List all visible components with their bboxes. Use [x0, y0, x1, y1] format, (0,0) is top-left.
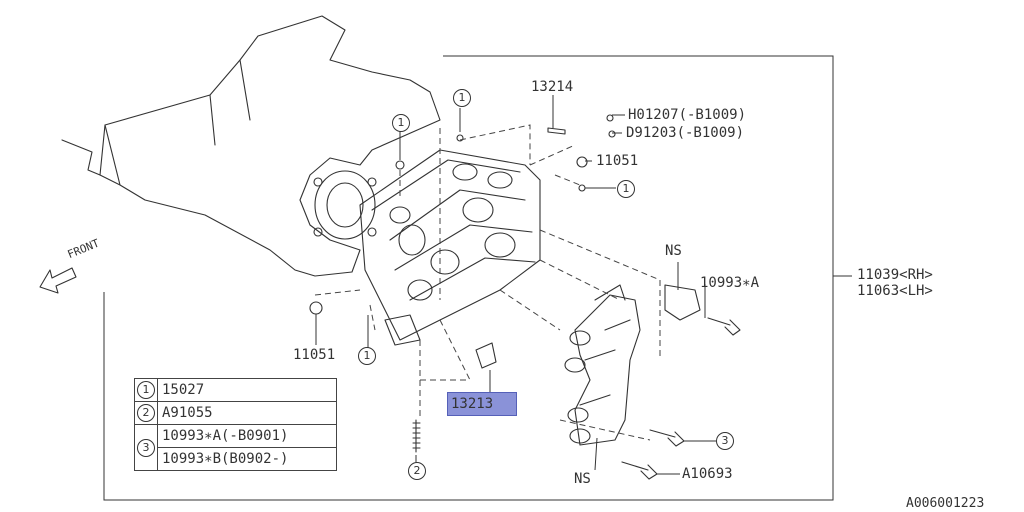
- circled-ref-1: 1: [617, 180, 635, 198]
- part-label-a10693[interactable]: A10693: [682, 466, 733, 482]
- highlighted-part-13213[interactable]: 13213: [447, 392, 517, 416]
- legend-value[interactable]: 10993∗A(-B0901): [157, 424, 337, 448]
- part-label-10993a[interactable]: 10993∗A: [700, 275, 760, 291]
- part-label-d91203[interactable]: D91203(-B1009): [626, 125, 745, 141]
- legend-value[interactable]: 15027: [157, 378, 337, 402]
- legend-key: 3: [137, 438, 155, 457]
- circled-ref-1: 1: [453, 89, 471, 107]
- cam-cap-assembly: [574, 294, 641, 446]
- legend-table: 1 15027 2 A91055 3 10993∗A(-B0901) 10993…: [134, 378, 337, 471]
- legend-row: 3 10993∗A(-B0901): [134, 424, 337, 471]
- part-label-h01207[interactable]: H01207(-B1009): [628, 107, 747, 123]
- part-label-13214[interactable]: 13214: [531, 79, 574, 95]
- front-arrow: [39, 267, 77, 294]
- circled-ref-1: 1: [392, 114, 410, 132]
- legend-value[interactable]: 10993∗B(B0902-): [157, 447, 337, 471]
- part-label-11051-left[interactable]: 11051: [293, 347, 336, 363]
- legend-row: 1 15027: [134, 378, 337, 402]
- legend-row: 10993∗B(B0902-): [135, 447, 337, 471]
- part-label-11063-lh[interactable]: 11063<LH>: [857, 283, 933, 299]
- diagram-code: A006001223: [906, 496, 985, 511]
- legend-key: 2: [137, 404, 155, 422]
- cylinder-head-outline: [359, 149, 541, 341]
- circled-ref-2: 2: [408, 462, 426, 480]
- legend-value[interactable]: A91055: [157, 401, 337, 425]
- engine-block-outline: [99, 15, 441, 277]
- part-label-ns-bottom[interactable]: NS: [574, 471, 591, 487]
- part-label-11039-rh[interactable]: 11039<RH>: [857, 267, 933, 283]
- circled-ref-3: 3: [716, 432, 734, 450]
- legend-key: 1: [137, 381, 155, 399]
- legend-row: 2 A91055: [134, 401, 337, 425]
- circled-ref-1: 1: [358, 347, 376, 365]
- part-label-11051-top[interactable]: 11051: [596, 153, 639, 169]
- part-label-ns-top[interactable]: NS: [665, 243, 682, 259]
- part-label-13213: 13213: [451, 396, 494, 412]
